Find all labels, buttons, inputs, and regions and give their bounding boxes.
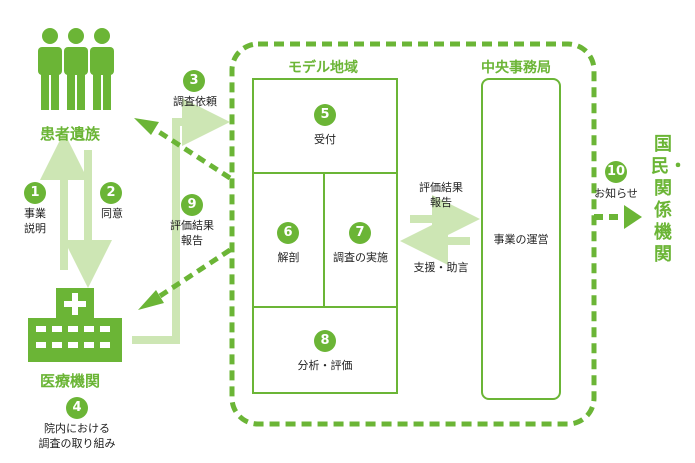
arrow-notice-head <box>624 205 642 229</box>
central-office-box: 事業の運営 <box>481 78 561 400</box>
patient-family-label: 患者遺族 <box>40 125 101 143</box>
hospital-icon <box>28 288 122 362</box>
step-2-badge: 2 <box>100 182 122 204</box>
model-region-title: モデル地域 <box>288 60 358 76</box>
hospital-label: 医療機関 <box>40 372 101 390</box>
analysis-box: 8 分析・評価 <box>252 306 398 394</box>
arrow-to-hospital-head <box>138 290 164 310</box>
arrow-to-family-head <box>134 118 159 135</box>
national-agencies-label: 国民・関係機関 <box>651 134 687 265</box>
step-2-label: 同意 <box>101 207 123 220</box>
reception-box: 5 受付 <box>252 78 398 174</box>
step-4-label: 院内における 調査の取り組み <box>38 422 116 450</box>
analysis-label: 分析・評価 <box>297 359 353 372</box>
step-3-label: 調査依頼 <box>173 95 217 108</box>
eval-report-label: 評価結果 報告 <box>419 181 463 209</box>
step-1-badge: 1 <box>24 182 46 204</box>
central-office-title: 中央事務局 <box>481 60 551 76</box>
step-6-badge: 6 <box>277 222 299 244</box>
people-icon <box>38 28 114 110</box>
autopsy-box: 6 解剖 <box>252 172 325 308</box>
arrow-to-family <box>154 127 232 181</box>
step-1-label: 事業 説明 <box>24 207 46 235</box>
step-9-badge: 9 <box>181 194 203 216</box>
investigation-box: 7 調査の実施 <box>323 172 398 308</box>
investigation-label: 調査の実施 <box>333 251 388 264</box>
autopsy-label: 解剖 <box>277 251 300 264</box>
step-4-badge: 4 <box>66 397 88 419</box>
step-8-badge: 8 <box>314 330 336 352</box>
step-10-badge: 10 <box>605 161 627 183</box>
step-5-badge: 5 <box>314 104 336 126</box>
reception-label: 受付 <box>314 133 336 146</box>
support-advice-label: 支援・助言 <box>413 261 469 274</box>
arrow-to-hospital <box>158 247 232 299</box>
model-region-border <box>229 41 597 427</box>
step-10-label: お知らせ <box>594 187 638 200</box>
step-7-badge: 7 <box>349 222 371 244</box>
central-task-label: 事業の運営 <box>493 233 549 246</box>
step-9-label: 評価結果 報告 <box>170 219 214 247</box>
arrow-request <box>132 98 230 344</box>
step-3-badge: 3 <box>183 70 205 92</box>
